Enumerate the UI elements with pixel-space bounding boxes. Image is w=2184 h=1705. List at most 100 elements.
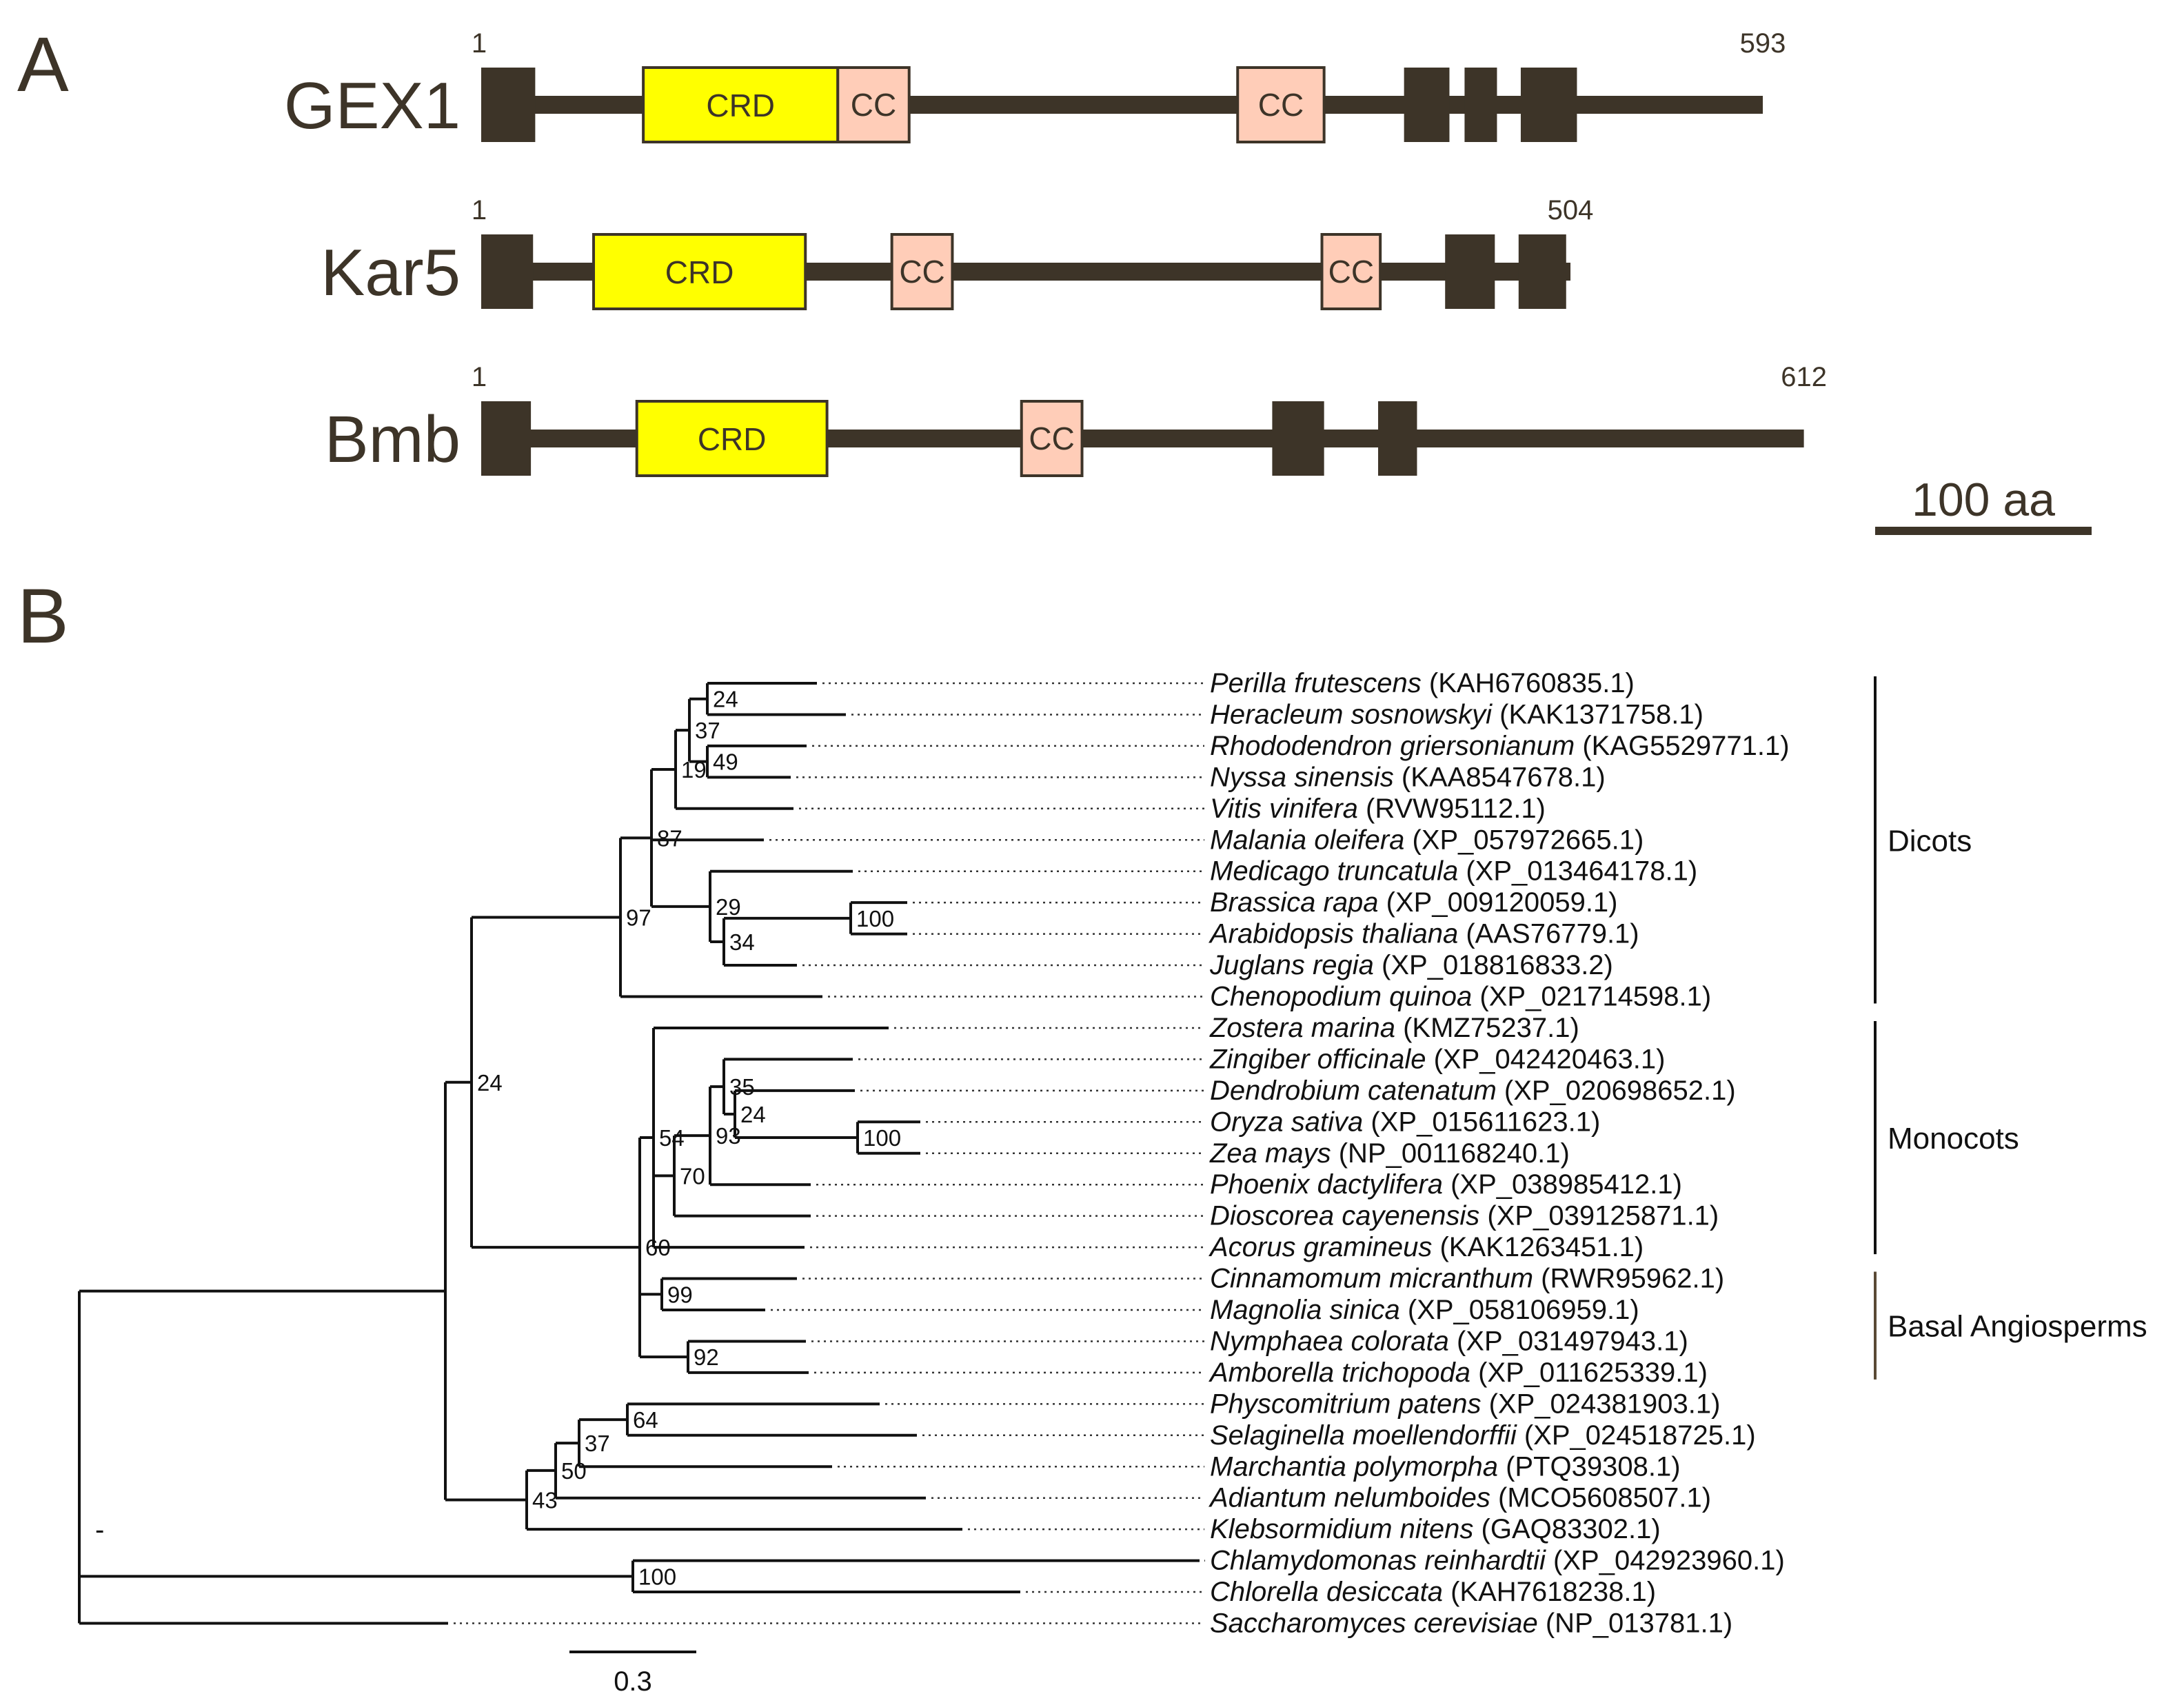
cc-domain [890, 233, 954, 310]
transmembrane-domain [481, 234, 534, 309]
protein-length-label: 612 [1781, 362, 1827, 392]
clade-label: Dicots [1888, 824, 1972, 858]
tip-label: Brassica rapa (XP_009120059.1) [1210, 887, 1618, 918]
phylogenetic-tree [78, 682, 1200, 1625]
bootstrap-value: 35 [729, 1074, 755, 1100]
protein-start-label: 1 [472, 362, 487, 392]
tip-label: Phoenix dactylifera (XP_038985412.1) [1210, 1169, 1682, 1200]
cc-label: CC [1029, 421, 1074, 456]
tip-accession: (XP_020698652.1) [1497, 1076, 1736, 1106]
bootstrap-value: 87 [657, 825, 682, 851]
tip-accession: (XP_038985412.1) [1443, 1169, 1682, 1200]
protein-name: Kar5 [321, 236, 461, 310]
cc-domain [1020, 400, 1084, 477]
tree-scale-bar-label: 0.3 [614, 1666, 652, 1697]
tip-species: Adiantum nelumboides [1209, 1483, 1490, 1513]
tip-label: Juglans regia (XP_018816833.2) [1209, 950, 1613, 980]
tip-label: Oryza sativa (XP_015611623.1) [1210, 1107, 1600, 1137]
protein-name: GEX1 [284, 69, 461, 143]
tip-species: Phoenix dactylifera [1210, 1169, 1443, 1200]
bootstrap-value: 60 [645, 1235, 671, 1260]
tip-species: Malania oleifera [1210, 825, 1404, 855]
tip-label: Heracleum sosnowskyi (KAK1371758.1) [1210, 699, 1703, 729]
bootstrap-value: 24 [713, 687, 738, 712]
bootstrap-value: 70 [680, 1163, 705, 1189]
tip-label: Dioscorea cayenensis (XP_039125871.1) [1210, 1201, 1719, 1231]
clade-label: Basal Angiosperms [1888, 1310, 2147, 1344]
tip-label: Zingiber officinale (XP_042420463.1) [1209, 1044, 1665, 1074]
cc-domain [836, 66, 911, 143]
tip-accession: (XP_058106959.1) [1400, 1295, 1639, 1325]
tip-accession: (NP_013781.1) [1538, 1608, 1732, 1639]
tip-label: Saccharomyces cerevisiae (NP_013781.1) [1210, 1608, 1732, 1639]
tip-accession: (XP_011625339.1) [1470, 1358, 1708, 1388]
tip-label: Amborella trichopoda (XP_011625339.1) [1209, 1358, 1708, 1388]
bootstrap-value: 29 [716, 894, 741, 920]
tip-accession: (KAK1263451.1) [1432, 1232, 1644, 1262]
tip-species: Medicago truncatula [1210, 856, 1458, 887]
bootstrap-value: 34 [729, 929, 755, 955]
tip-label: Cinnamomum micranthum (RWR95962.1) [1210, 1264, 1724, 1294]
protein-length-label: 593 [1740, 28, 1786, 59]
bootstrap-value: 24 [740, 1102, 766, 1127]
tip-accession: (XP_031497943.1) [1449, 1326, 1688, 1356]
tip-accession: (GAQ83302.1) [1473, 1514, 1660, 1544]
transmembrane-domain [1518, 234, 1566, 309]
tip-species: Dendrobium catenatum [1210, 1076, 1497, 1106]
tip-accession: (XP_021714598.1) [1472, 982, 1711, 1012]
tip-accession: (KAH7618238.1) [1443, 1577, 1656, 1607]
panel-a-scale-bar-label: 100 aa [1912, 474, 2055, 526]
transmembrane-domain [1520, 68, 1577, 142]
tip-accession: (XP_039125871.1) [1479, 1201, 1719, 1231]
tip-species: Zostera marina [1209, 1013, 1395, 1043]
tip-label: Zea mays (NP_001168240.1) [1209, 1138, 1570, 1169]
bootstrap-value: 37 [695, 718, 720, 743]
crd-label: CRD [665, 254, 734, 290]
tip-species: Marchantia polymorpha [1210, 1451, 1498, 1482]
tip-label: Physcomitrium patens (XP_024381903.1) [1210, 1389, 1720, 1419]
crd-label: CRD [698, 421, 767, 457]
tip-species: Nymphaea colorata [1210, 1326, 1449, 1356]
tip-accession: (XP_057972665.1) [1404, 825, 1644, 855]
bootstrap-values: 2497871937244929341006054709335241009992… [477, 687, 901, 1590]
tip-species: Chlorella desiccata [1210, 1577, 1443, 1607]
tip-label: Vitis vinifera (RVW95112.1) [1210, 794, 1546, 824]
bootstrap-value: 37 [585, 1431, 610, 1456]
tip-species: Dioscorea cayenensis [1210, 1201, 1479, 1231]
panel-a-label: A [17, 21, 69, 108]
tip-label: Zostera marina (KMZ75237.1) [1209, 1013, 1579, 1043]
bootstrap-value: 100 [856, 906, 894, 931]
tip-label: Malania oleifera (XP_057972665.1) [1210, 825, 1644, 855]
tip-species: Zea mays [1209, 1138, 1331, 1169]
bootstrap-value: 100 [638, 1564, 676, 1589]
tip-label: Medicago truncatula (XP_013464178.1) [1210, 856, 1697, 887]
tip-label: Marchantia polymorpha (PTQ39308.1) [1210, 1451, 1681, 1482]
tip-species: Physcomitrium patens [1210, 1389, 1481, 1419]
tip-species: Brassica rapa [1210, 887, 1379, 918]
tip-species: Cinnamomum micranthum [1210, 1264, 1533, 1294]
tip-species: Zingiber officinale [1209, 1044, 1426, 1074]
bootstrap-value: 50 [561, 1458, 587, 1484]
tip-accession: (XP_013464178.1) [1458, 856, 1697, 887]
tip-accession: (KAH6760835.1) [1422, 668, 1635, 698]
crd-label: CRD [706, 88, 775, 123]
crd-domain [635, 400, 829, 477]
tree-root-label: - [95, 1515, 104, 1545]
tip-label: Acorus gramineus (KAK1263451.1) [1209, 1232, 1644, 1262]
tip-accession: (XP_024381903.1) [1481, 1389, 1720, 1419]
tip-species: Arabidopsis thaliana [1209, 919, 1458, 949]
tip-species: Heracleum sosnowskyi [1210, 699, 1493, 729]
tip-label: Rhododendron griersonianum (KAG5529771.1… [1210, 731, 1790, 761]
transmembrane-domain [1445, 234, 1495, 309]
clade-label: Monocots [1888, 1122, 2019, 1156]
tip-accession: (XP_042923960.1) [1546, 1546, 1785, 1576]
tree-tip-labels: Perilla frutescens (KAH6760835.1)Heracle… [454, 668, 1790, 1639]
tip-accession: (XP_024518725.1) [1517, 1420, 1756, 1451]
transmembrane-domain [1464, 68, 1497, 142]
tip-species: Juglans regia [1209, 950, 1374, 980]
transmembrane-domain [1404, 68, 1450, 142]
tip-accession: (KAK1371758.1) [1492, 699, 1703, 729]
